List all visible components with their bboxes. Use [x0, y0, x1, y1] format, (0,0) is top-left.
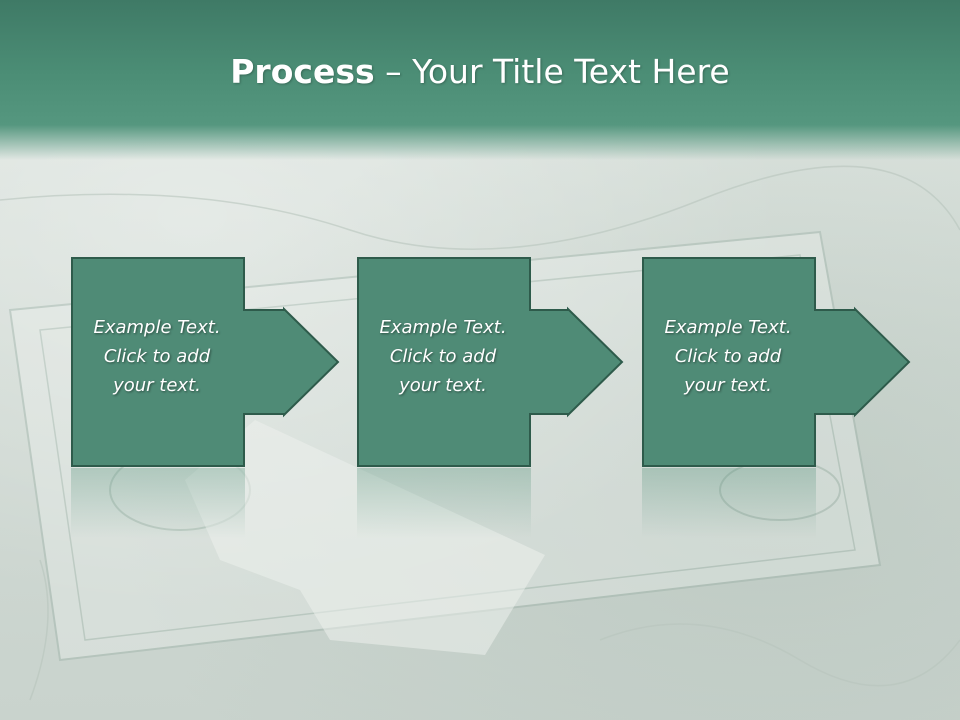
title-bold: Process	[230, 52, 375, 91]
step-text-line: Click to add	[103, 346, 211, 367]
step-reflection	[71, 468, 245, 538]
step-text-line: Example Text.	[379, 317, 507, 338]
step-text-line: Click to add	[674, 346, 782, 367]
step-reflection	[357, 468, 531, 538]
slide-title[interactable]: Process – Your Title Text Here	[0, 52, 960, 91]
title-rest: – Your Title Text Here	[374, 52, 730, 91]
step-text-line: Example Text.	[93, 317, 221, 338]
step-text-line: your text.	[399, 375, 487, 396]
title-band: Process – Your Title Text Here	[0, 0, 960, 160]
step-reflection	[642, 468, 816, 538]
process-step-3[interactable]: Example Text. Click to add your text.	[642, 257, 960, 467]
step-text-line: your text.	[113, 375, 201, 396]
torn-paper-image	[185, 420, 545, 655]
step-text[interactable]: Example Text. Click to add your text.	[71, 313, 243, 400]
step-text-line: your text.	[684, 375, 772, 396]
step-text-line: Example Text.	[664, 317, 792, 338]
step-arrow-shape	[642, 257, 911, 467]
step-arrow-shape	[71, 257, 340, 467]
process-step-1[interactable]: Example Text. Click to add your text.	[71, 257, 411, 467]
step-arrow-shape	[357, 257, 624, 467]
step-text[interactable]: Example Text. Click to add your text.	[357, 313, 529, 400]
step-text[interactable]: Example Text. Click to add your text.	[642, 313, 814, 400]
step-text-line: Click to add	[389, 346, 497, 367]
process-step-2[interactable]: Example Text. Click to add your text.	[357, 257, 697, 467]
